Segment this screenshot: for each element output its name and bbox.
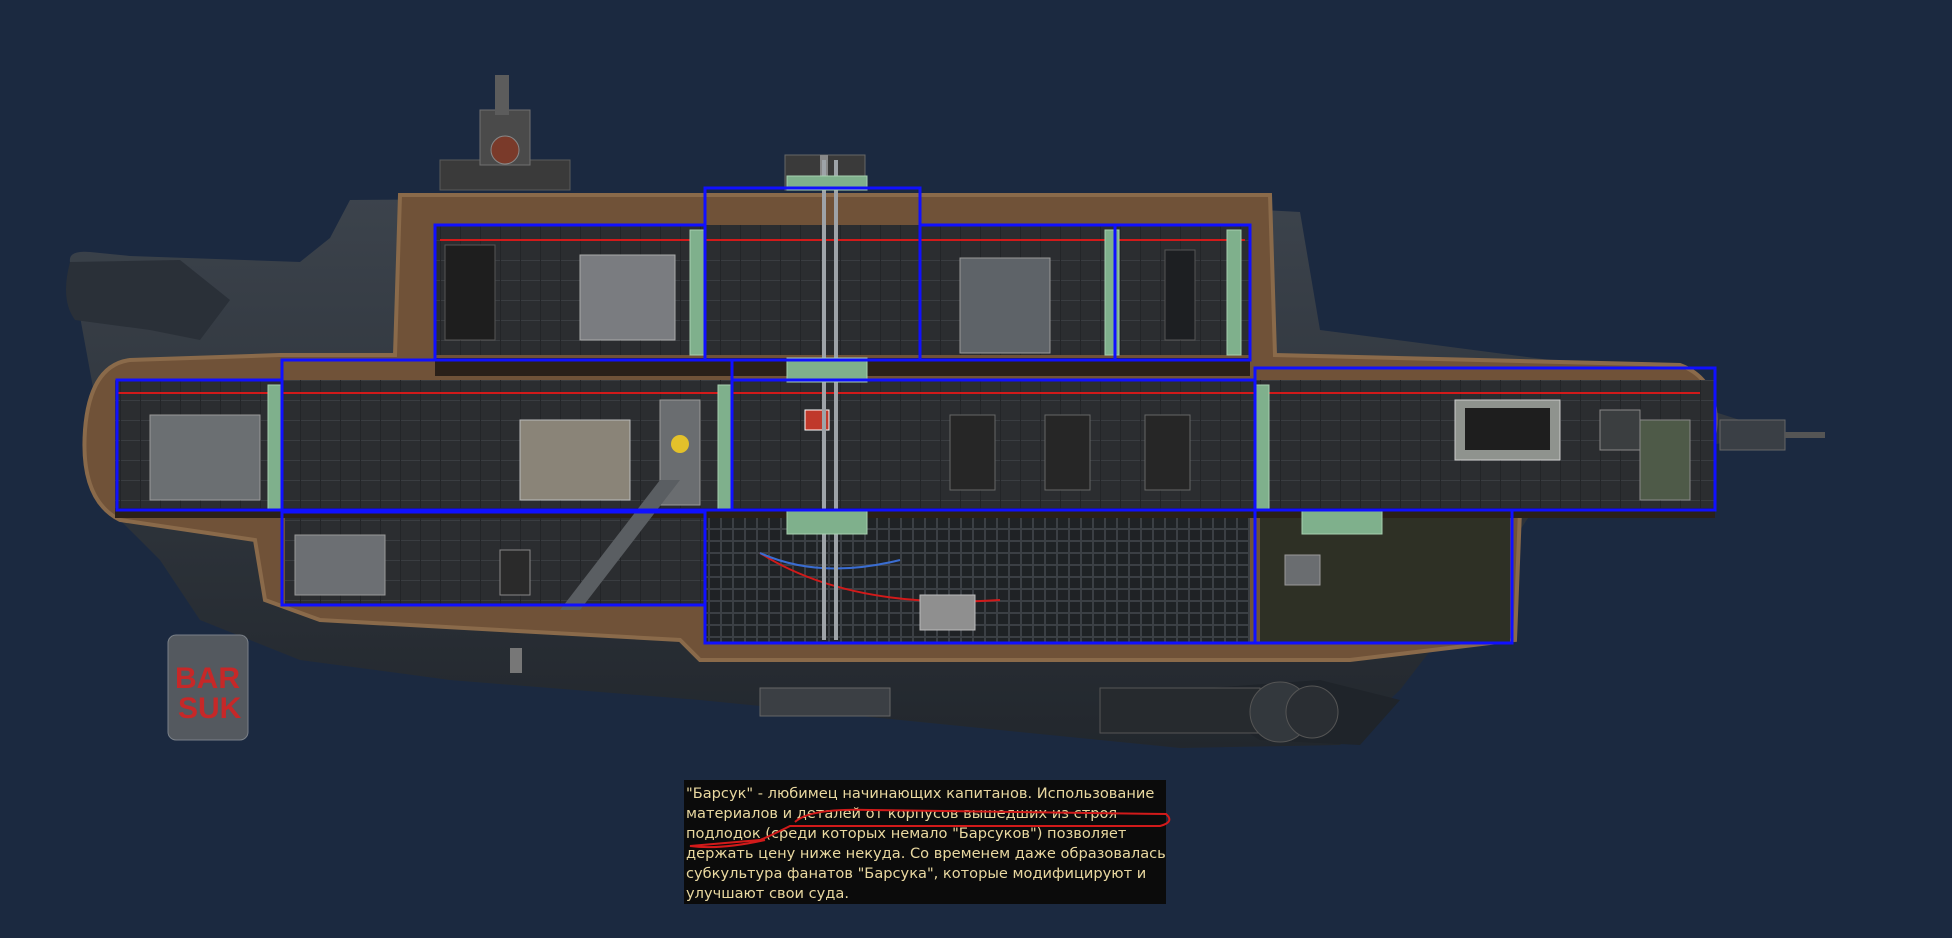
battery-icon — [959, 257, 1051, 354]
name-plate: BAR SUK — [167, 634, 249, 741]
locker-icon — [579, 254, 676, 341]
hatches — [267, 175, 1383, 535]
reactor-icon — [519, 419, 631, 501]
name-plate-line1: BAR — [175, 662, 240, 695]
description-text: "Барсук" - любимец начинающих капитанов.… — [686, 785, 1166, 902]
biohazard-icon — [1599, 409, 1641, 451]
undercarriage — [510, 648, 1339, 743]
turret-icon — [439, 75, 571, 191]
pump-icon — [919, 594, 976, 631]
nose-probe — [1719, 419, 1825, 451]
fabricator-icon — [1639, 419, 1691, 501]
room-interiors — [115, 225, 1715, 643]
submarine-description: "Барсук" - любимец начинающих капитанов.… — [684, 780, 1166, 904]
engine-icon — [149, 414, 261, 501]
equipment — [149, 160, 1691, 640]
ladder-icon — [822, 160, 838, 640]
fan-icon — [294, 534, 386, 596]
junction-box-icon — [1284, 554, 1321, 586]
name-plate-line2: SUK — [178, 692, 242, 725]
room-outlines — [115, 186, 1717, 645]
